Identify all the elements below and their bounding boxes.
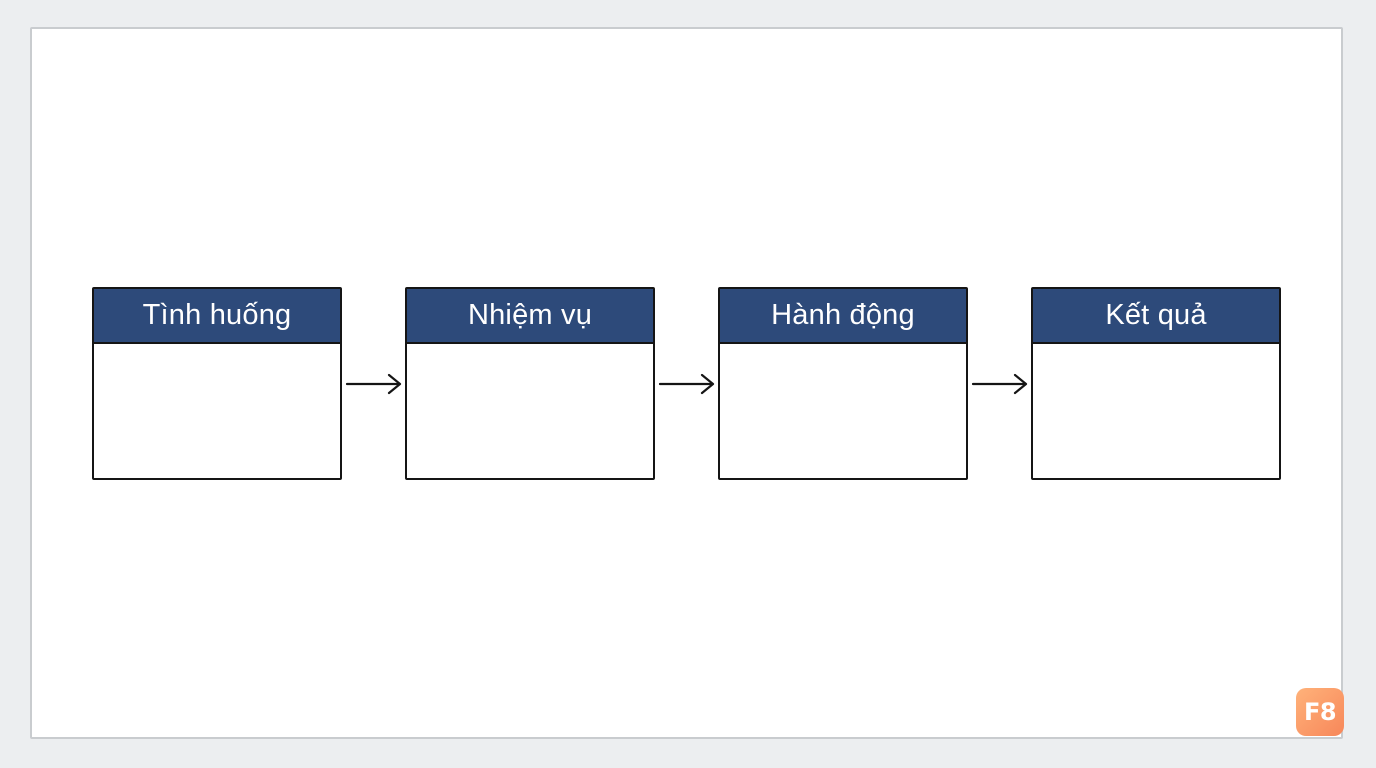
step-body [720, 344, 966, 478]
arrow-right-icon [658, 373, 715, 395]
step-header: Nhiệm vụ [407, 289, 653, 344]
step-box-result: Kết quả [1031, 287, 1281, 480]
step-body [407, 344, 653, 478]
step-box-action: Hành động [718, 287, 968, 480]
step-body [94, 344, 340, 478]
step-header: Kết quả [1033, 289, 1279, 344]
f8-logo: F8 [1296, 688, 1344, 736]
arrow-right-icon [971, 373, 1028, 395]
step-label: Tình huống [142, 299, 292, 331]
step-box-situation: Tình huống [92, 287, 342, 480]
step-header: Hành động [720, 289, 966, 344]
step-label: Kết quả [1105, 299, 1207, 331]
step-label: Hành động [771, 299, 915, 331]
step-label: Nhiệm vụ [467, 299, 593, 331]
step-box-task: Nhiệm vụ [405, 287, 655, 480]
arrow-right-icon [345, 373, 402, 395]
logo-text: F8 [1303, 698, 1337, 726]
step-body [1033, 344, 1279, 478]
step-header: Tình huống [94, 289, 340, 344]
